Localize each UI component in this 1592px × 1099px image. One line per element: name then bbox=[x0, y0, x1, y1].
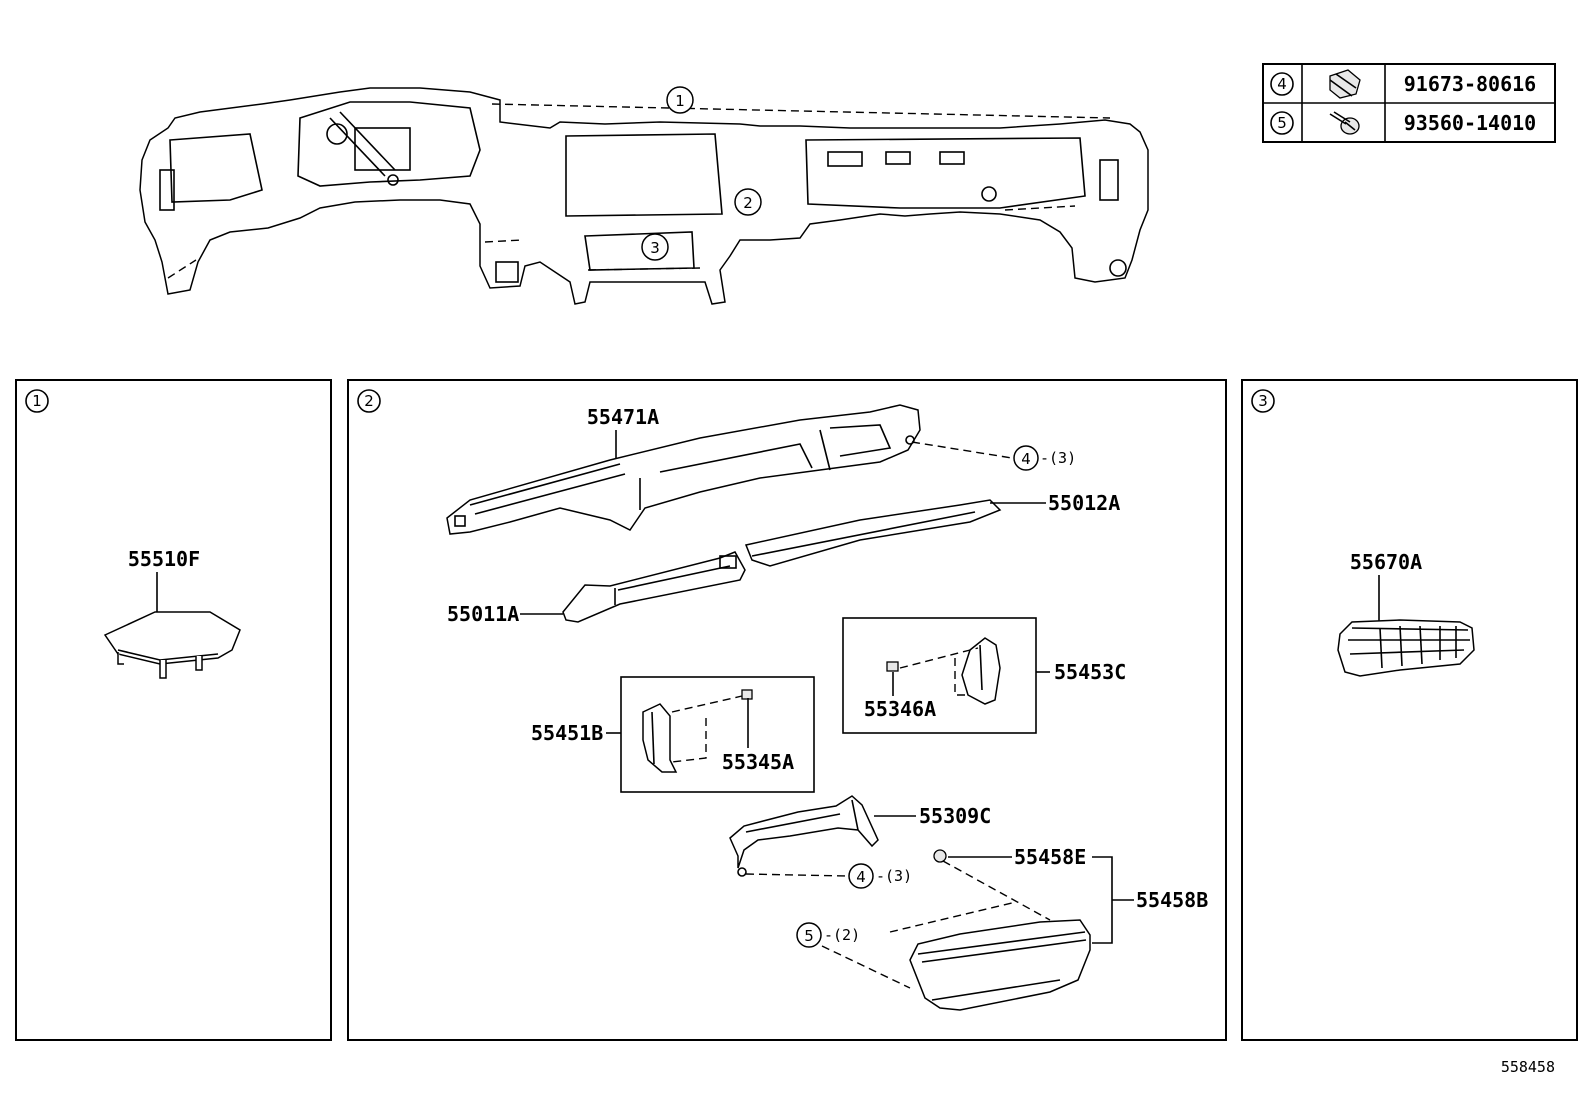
part-label-55471A[interactable]: 55471A bbox=[587, 405, 659, 429]
left-duct-opening bbox=[169, 133, 263, 203]
fastener-table: 4 91673-80616 5 93560-14010 bbox=[1262, 63, 1556, 143]
part-label-55451B[interactable]: 55451B bbox=[531, 721, 603, 745]
svg-text:1: 1 bbox=[675, 92, 685, 110]
center-opening bbox=[565, 133, 723, 217]
fastener-part-number: 91673-80616 bbox=[1404, 72, 1536, 96]
panel-3: 3 55670A bbox=[1241, 379, 1578, 1041]
svg-text:5: 5 bbox=[804, 927, 814, 945]
svg-text:-(3): -(3) bbox=[1040, 449, 1076, 467]
part-55453C-drawing[interactable] bbox=[961, 637, 1001, 705]
part-55345A-drawing[interactable] bbox=[741, 689, 753, 700]
part-55670A-drawing[interactable] bbox=[1337, 619, 1475, 677]
overview-callout-2[interactable]: 2 bbox=[734, 188, 762, 216]
part-label-55453C[interactable]: 55453C bbox=[1054, 660, 1126, 684]
callout-circle bbox=[1270, 111, 1294, 135]
cluster-opening bbox=[297, 101, 481, 187]
right-opening bbox=[805, 137, 1086, 209]
part-55510F-drawing[interactable] bbox=[103, 611, 241, 679]
svg-text:4: 4 bbox=[1021, 450, 1031, 468]
panel-3-badge: 3 bbox=[1251, 389, 1275, 413]
svg-text:1: 1 bbox=[32, 392, 42, 410]
part-label-55012A[interactable]: 55012A bbox=[1048, 491, 1120, 515]
svg-text:2: 2 bbox=[364, 392, 374, 410]
sub-assembly-box-55451B bbox=[620, 676, 815, 793]
panel-1-badge: 1 bbox=[25, 389, 49, 413]
svg-text:2: 2 bbox=[743, 194, 753, 212]
sub-assembly-box-55453C bbox=[842, 617, 1037, 734]
part-label-55670A[interactable]: 55670A bbox=[1350, 550, 1422, 574]
part-55458E-drawing[interactable] bbox=[933, 849, 947, 863]
fastener-callout: 4 bbox=[1277, 75, 1287, 93]
overview-callout-1[interactable]: 1 bbox=[666, 86, 694, 114]
part-label-55011A[interactable]: 55011A bbox=[447, 602, 519, 626]
part-55471A-drawing[interactable] bbox=[446, 404, 921, 535]
fastener-part-number: 93560-14010 bbox=[1404, 111, 1536, 135]
part-55012A-drawing[interactable] bbox=[744, 499, 1002, 567]
part-label-55458E[interactable]: 55458E bbox=[1014, 845, 1086, 869]
panel-2: 2 55471A 4 -(3) 55012A bbox=[347, 379, 1227, 1041]
fastener-ref-4-upper[interactable]: 4 -(3) bbox=[1013, 445, 1076, 471]
overview-callout-3[interactable]: 3 bbox=[641, 233, 669, 261]
panel-1: 1 55510F bbox=[15, 379, 332, 1041]
svg-text:3: 3 bbox=[650, 239, 660, 257]
part-55458B-drawing[interactable] bbox=[909, 919, 1091, 1011]
part-label-55309C[interactable]: 55309C bbox=[919, 804, 991, 828]
part-label-55510F[interactable]: 55510F bbox=[128, 547, 200, 571]
callout-circle bbox=[1270, 72, 1294, 96]
fastener-callout: 5 bbox=[1277, 114, 1287, 132]
part-55309C-drawing[interactable] bbox=[729, 795, 879, 877]
panel-1-frame bbox=[15, 379, 332, 1041]
fastener-ref-4-lower[interactable]: 4 -(3) bbox=[848, 863, 912, 889]
fastener-row-4[interactable]: 4 91673-80616 bbox=[1270, 69, 1536, 99]
part-55451B-drawing[interactable] bbox=[642, 703, 678, 773]
fastener-row-5[interactable]: 5 93560-14010 bbox=[1270, 111, 1536, 135]
svg-text:4: 4 bbox=[856, 868, 866, 886]
svg-text:-(3): -(3) bbox=[876, 867, 912, 885]
svg-text:-(2): -(2) bbox=[824, 926, 860, 944]
panel-2-frame bbox=[347, 379, 1227, 1041]
part-55346A-drawing[interactable] bbox=[886, 661, 899, 672]
part-55011A-drawing[interactable] bbox=[562, 551, 746, 623]
part-label-55346A[interactable]: 55346A bbox=[864, 697, 936, 721]
screw-icon bbox=[1329, 111, 1360, 135]
panel-3-frame bbox=[1241, 379, 1578, 1041]
part-label-55458B[interactable]: 55458B bbox=[1136, 888, 1208, 912]
bolt-with-washer-icon bbox=[1329, 69, 1361, 99]
dashboard-overview: 1 2 3 bbox=[139, 86, 1149, 305]
dashboard-reinforcement-outline bbox=[139, 87, 1149, 305]
part-label-55345A[interactable]: 55345A bbox=[722, 750, 794, 774]
diagram-id: 558458 bbox=[1501, 1058, 1555, 1076]
svg-text:3: 3 bbox=[1258, 392, 1268, 410]
panel-2-badge: 2 bbox=[357, 389, 381, 413]
fastener-ref-5[interactable]: 5 -(2) bbox=[796, 922, 860, 948]
